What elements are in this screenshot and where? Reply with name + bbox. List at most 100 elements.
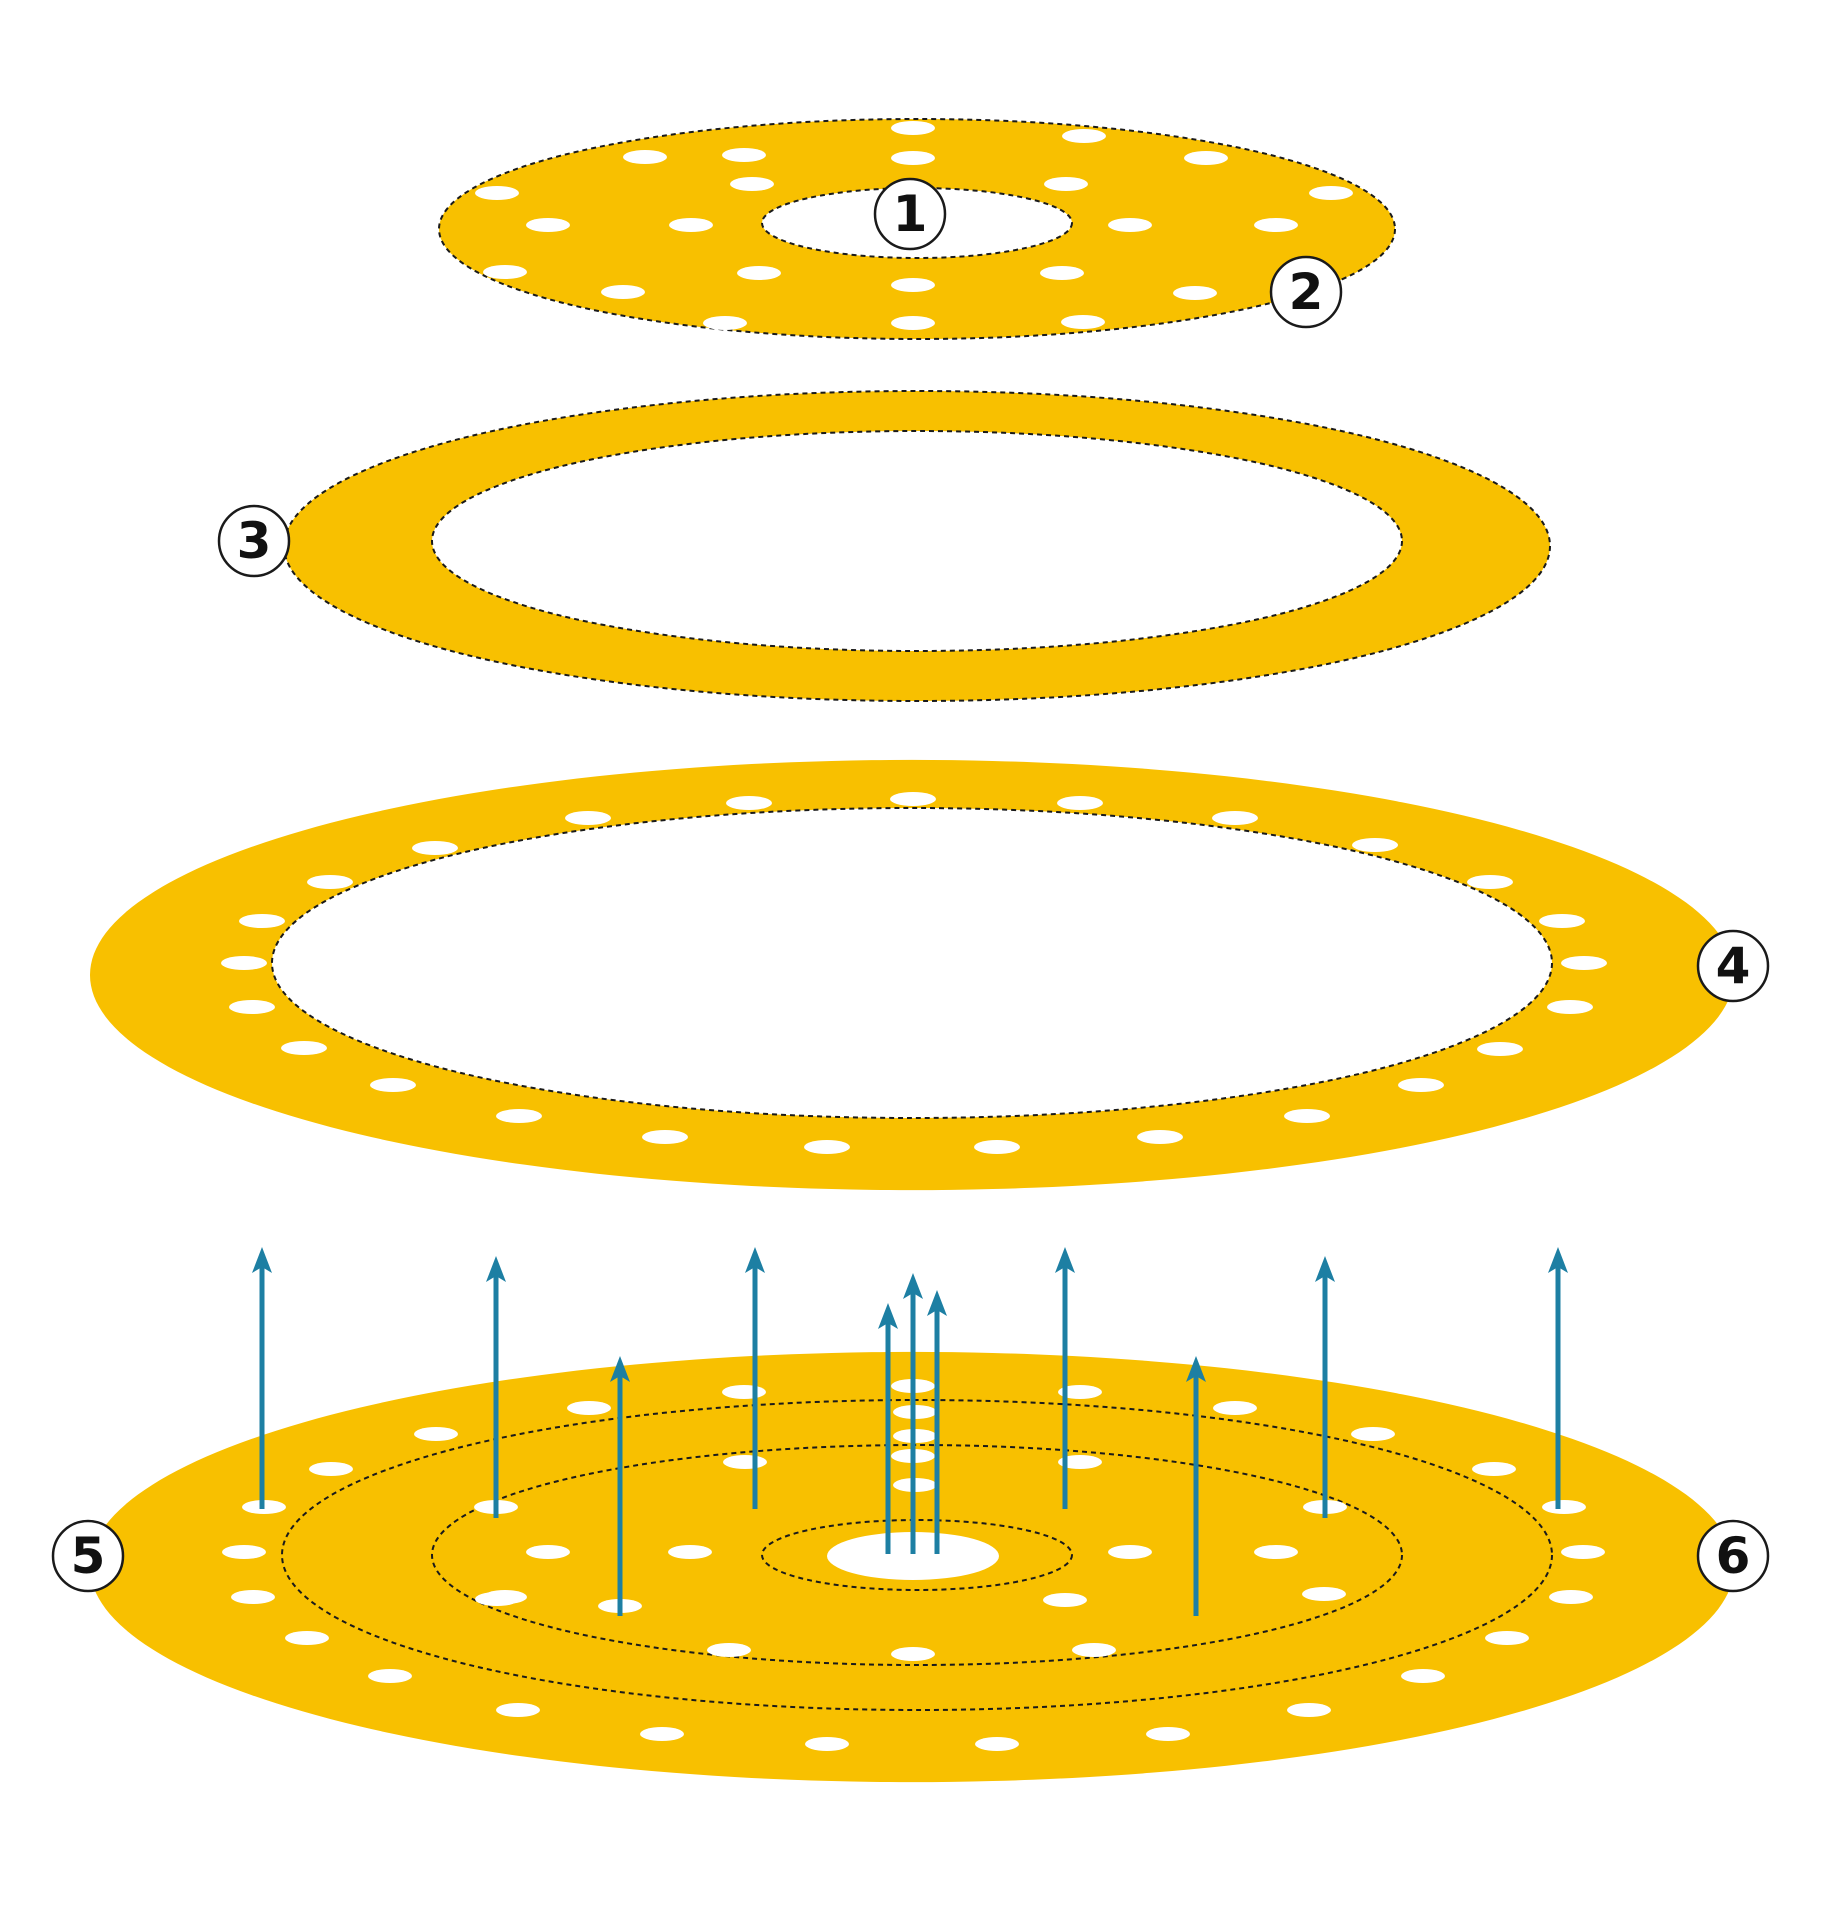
- top-disc-hole: [669, 218, 713, 232]
- base-plate-hole: [222, 1545, 266, 1559]
- base-plate-hole: [368, 1669, 412, 1683]
- large-ring-hole: [1547, 1000, 1593, 1014]
- callout-3: 3: [217, 504, 291, 578]
- large-ring-hole: [565, 811, 611, 825]
- large-ring-hole: [1467, 875, 1513, 889]
- base-plate-hole: [1146, 1727, 1190, 1741]
- base-plate-hole: [1072, 1643, 1116, 1657]
- base-plate-hole: [640, 1727, 684, 1741]
- large-ring-hole: [412, 841, 458, 855]
- base-perforated-plate: [89, 1247, 1735, 1783]
- top-disc-inner-dashed-edge: [761, 187, 1073, 259]
- top-disc-hole: [1184, 151, 1228, 165]
- base-plate-hole: [414, 1427, 458, 1441]
- base-plate-hole: [1043, 1593, 1087, 1607]
- large-ring-hole: [726, 796, 772, 810]
- base-plate-holes: [222, 1379, 1605, 1751]
- top-disc-hole: [1254, 218, 1298, 232]
- base-dashed-ring-middle: [431, 1444, 1403, 1666]
- large-perforated-ring: [89, 759, 1735, 1191]
- base-plate-hole: [475, 1592, 519, 1606]
- top-disc-hole: [1173, 286, 1217, 300]
- base-plate-hole: [1401, 1669, 1445, 1683]
- base-plate-hole: [891, 1647, 935, 1661]
- callout-6: 6: [1696, 1519, 1770, 1593]
- top-disc-hole: [1309, 186, 1353, 200]
- top-disc-hole: [891, 316, 935, 330]
- top-disc-hole: [1044, 177, 1088, 191]
- top-disc-hole: [722, 148, 766, 162]
- top-disc-hole: [601, 285, 645, 299]
- top-disc-hole: [737, 266, 781, 280]
- large-ring-hole: [890, 792, 936, 806]
- base-plate-hole: [975, 1737, 1019, 1751]
- top-disc-hole: [703, 316, 747, 330]
- base-plate-hole: [309, 1462, 353, 1476]
- large-ring-hole: [1212, 811, 1258, 825]
- upward-arrow-icon: [1315, 1256, 1335, 1518]
- top-disc-hole: [475, 186, 519, 200]
- base-plate-hole: [1351, 1427, 1395, 1441]
- top-disc-hole: [1108, 218, 1152, 232]
- base-plate-hole: [526, 1545, 570, 1559]
- large-ring-hole: [496, 1109, 542, 1123]
- large-ring-hole: [1398, 1078, 1444, 1092]
- top-disc-outer-dashed-edge: [438, 118, 1396, 340]
- callout-5: 5: [51, 1519, 125, 1593]
- large-ring-hole: [1137, 1130, 1183, 1144]
- base-plate-hole: [1302, 1587, 1346, 1601]
- upward-arrow-icon: [745, 1247, 765, 1509]
- callout-4-label: 4: [1716, 937, 1751, 995]
- top-perforated-disc: [438, 118, 1396, 340]
- top-disc-holes: [475, 121, 1353, 330]
- top-disc-hole: [891, 278, 935, 292]
- upward-arrow-icon: [610, 1356, 630, 1616]
- top-disc-hole: [891, 121, 935, 135]
- top-disc-hole: [526, 218, 570, 232]
- large-ring-holes: [221, 792, 1607, 1154]
- large-ring-hole: [239, 914, 285, 928]
- top-disc-hole: [1040, 266, 1084, 280]
- large-ring-hole: [1057, 796, 1103, 810]
- large-ring-hole: [804, 1140, 850, 1154]
- top-disc-hole: [623, 150, 667, 164]
- large-ring-body: [89, 759, 1735, 1191]
- base-plate-hole: [285, 1631, 329, 1645]
- large-ring-hole: [1561, 956, 1607, 970]
- large-ring-hole: [642, 1130, 688, 1144]
- callout-5-label: 5: [71, 1527, 106, 1585]
- callout-1-label: 1: [893, 185, 928, 243]
- base-plate-hole: [1287, 1703, 1331, 1717]
- large-ring-hole: [974, 1140, 1020, 1154]
- callout-4: 4: [1696, 929, 1770, 1003]
- base-plate-hole: [567, 1401, 611, 1415]
- large-ring-hole: [1352, 838, 1398, 852]
- upward-arrow-icon: [1186, 1356, 1206, 1616]
- base-plate-hole: [707, 1643, 751, 1657]
- callout-6-label: 6: [1716, 1527, 1751, 1585]
- top-disc-hole: [730, 177, 774, 191]
- top-disc-hole: [891, 151, 935, 165]
- top-disc-hole: [483, 265, 527, 279]
- base-plate-hole: [496, 1703, 540, 1717]
- base-plate-hole: [1472, 1462, 1516, 1476]
- top-disc-body: [439, 119, 1395, 339]
- upward-arrow-icon: [903, 1273, 923, 1554]
- middle-ring: [283, 390, 1551, 702]
- base-plate-hole: [1213, 1401, 1257, 1415]
- large-ring-inner-dashed-edge: [271, 807, 1553, 1119]
- base-plate-hole: [231, 1590, 275, 1604]
- upward-arrow-icon: [927, 1290, 947, 1554]
- middle-ring-inner-dashed-edge: [431, 430, 1403, 652]
- callout-2: 2: [1269, 255, 1343, 329]
- upward-arrow-icon: [1055, 1247, 1075, 1509]
- base-plate-hole: [1549, 1590, 1593, 1604]
- base-plate-hole: [1254, 1545, 1298, 1559]
- top-disc-hole: [1061, 315, 1105, 329]
- upward-arrow-icon: [486, 1256, 506, 1518]
- base-plate-hole: [805, 1737, 849, 1751]
- base-plate-hole: [1108, 1545, 1152, 1559]
- callout-3-label: 3: [237, 512, 272, 570]
- upward-arrow-icon: [878, 1303, 898, 1554]
